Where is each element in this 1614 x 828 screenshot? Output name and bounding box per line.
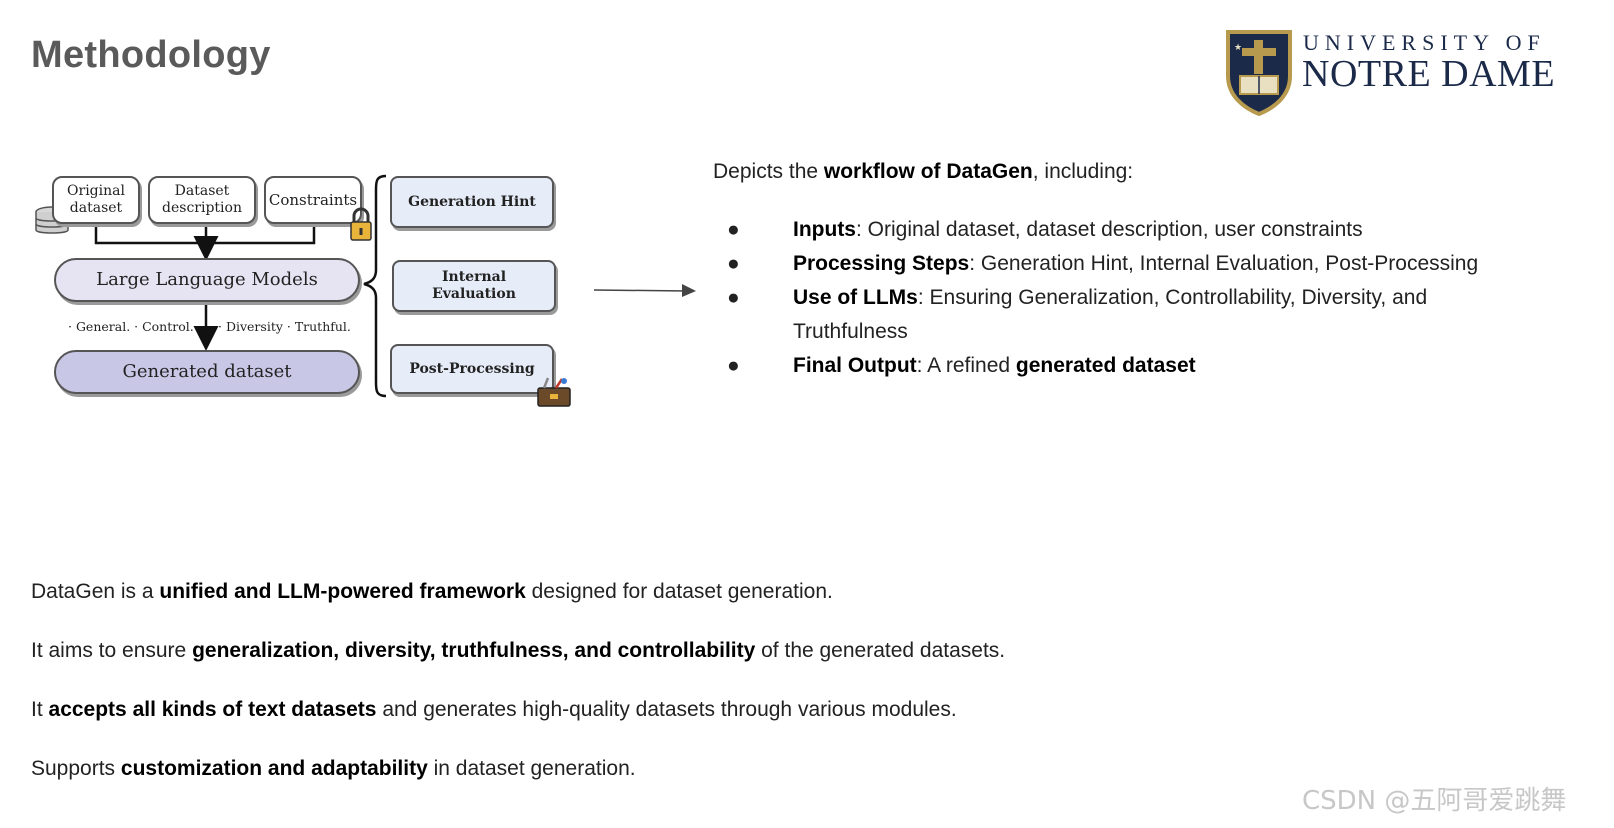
p1-pre: DataGen is a xyxy=(31,580,160,603)
intro-post: , including: xyxy=(1032,160,1134,183)
paragraph-3: It accepts all kinds of text datasets an… xyxy=(31,698,957,722)
p4-post: in dataset generation. xyxy=(427,757,636,780)
intro-bold: workflow of DataGen xyxy=(823,160,1033,183)
label-diversity-truthful: · Diversity · Truthful. xyxy=(218,319,351,334)
p2-post: of the generated datasets. xyxy=(755,639,1006,662)
bullet-processing-bold: Processing Steps xyxy=(793,252,970,275)
module-eval-line1: Internal xyxy=(441,269,507,286)
bullet-final-bold2: generated dataset xyxy=(1015,354,1196,377)
bullet-final-output: ● Final Output: A refined generated datas… xyxy=(727,349,1507,383)
workflow-intro: Depicts the workflow of DataGen, includi… xyxy=(713,160,1133,184)
llm-box: Large Language Models xyxy=(54,258,360,302)
input-constraints: Constraints xyxy=(264,176,362,224)
bullet-llms-bold: Use of LLMs xyxy=(793,286,918,309)
p1-post: designed for dataset generation. xyxy=(525,580,833,603)
input-original-dataset: Original dataset xyxy=(52,176,140,224)
bullet-dot: ● xyxy=(727,218,740,241)
p4-bold: customization and adaptability xyxy=(120,757,428,780)
p2-pre: It aims to ensure xyxy=(31,639,193,662)
p4-pre: Supports xyxy=(31,757,121,780)
module-generation-hint: Generation Hint xyxy=(390,176,554,228)
bullet-inputs-text: : Original dataset, dataset description,… xyxy=(856,218,1363,241)
bullet-inputs: ● Inputs: Original dataset, dataset descr… xyxy=(727,213,1507,247)
csdn-watermark: CSDN @五阿哥爱跳舞 xyxy=(1302,786,1567,816)
shield-logo-icon: ★ xyxy=(1226,30,1292,116)
label-general-control: · General. · Control. xyxy=(68,319,194,334)
diagram-connectors xyxy=(94,174,387,398)
toolbox-icon xyxy=(537,377,571,407)
bullet-dot: ● xyxy=(727,286,740,309)
slide-title: Methodology xyxy=(31,34,271,76)
bullet-processing: ● Processing Steps: Generation Hint, Inte… xyxy=(727,247,1507,281)
p3-pre: It xyxy=(31,698,49,721)
p1-bold: unified and LLM-powered framework xyxy=(159,580,526,603)
module-post-processing: Post-Processing xyxy=(390,344,554,394)
paragraph-2: It aims to ensure generalization, divers… xyxy=(31,639,1005,663)
workflow-bullet-list: ● Inputs: Original dataset, dataset descr… xyxy=(727,213,1507,383)
notre-dame-logo: ★ UNIVERSITY OF NOTRE DAME xyxy=(1224,28,1594,120)
paragraph-4: Supports customization and adaptability … xyxy=(31,757,636,781)
generated-dataset-box: Generated dataset xyxy=(54,350,360,394)
svg-text:★: ★ xyxy=(1234,43,1242,53)
diagram-to-text-arrow xyxy=(594,284,696,297)
module-eval-line2: Evaluation xyxy=(432,286,516,302)
bullet-llms: ● Use of LLMs: Ensuring Generalization, C… xyxy=(727,281,1507,349)
logo-line-notre-dame: NOTRE DAME xyxy=(1302,53,1556,95)
intro-pre: Depicts the xyxy=(713,160,824,183)
paragraph-1: DataGen is a unified and LLM-powered fra… xyxy=(31,580,833,604)
p3-post: and generates high-quality datasets thro… xyxy=(376,698,957,721)
bullet-dot: ● xyxy=(727,252,740,275)
bullet-dot: ● xyxy=(727,354,740,377)
p3-bold: accepts all kinds of text datasets xyxy=(48,698,377,721)
bullet-final-text: : A refined xyxy=(916,354,1016,377)
lock-icon xyxy=(350,207,372,241)
module-internal-evaluation: Internal Evaluation xyxy=(392,260,556,312)
logo-line-university: UNIVERSITY OF xyxy=(1303,30,1546,55)
input-dataset-description: Dataset description xyxy=(148,176,256,224)
bullet-llms-text: : Ensuring Generalization, Controllabili… xyxy=(793,286,1428,343)
p2-bold: generalization, diversity, truthfulness,… xyxy=(192,639,756,662)
datagen-workflow-diagram: Original dataset Dataset description Con… xyxy=(30,170,620,430)
bullet-final-bold: Final Output xyxy=(793,354,917,377)
bullet-inputs-bold: Inputs xyxy=(793,218,856,241)
bullet-processing-text: : Generation Hint, Internal Evaluation, … xyxy=(969,252,1479,275)
